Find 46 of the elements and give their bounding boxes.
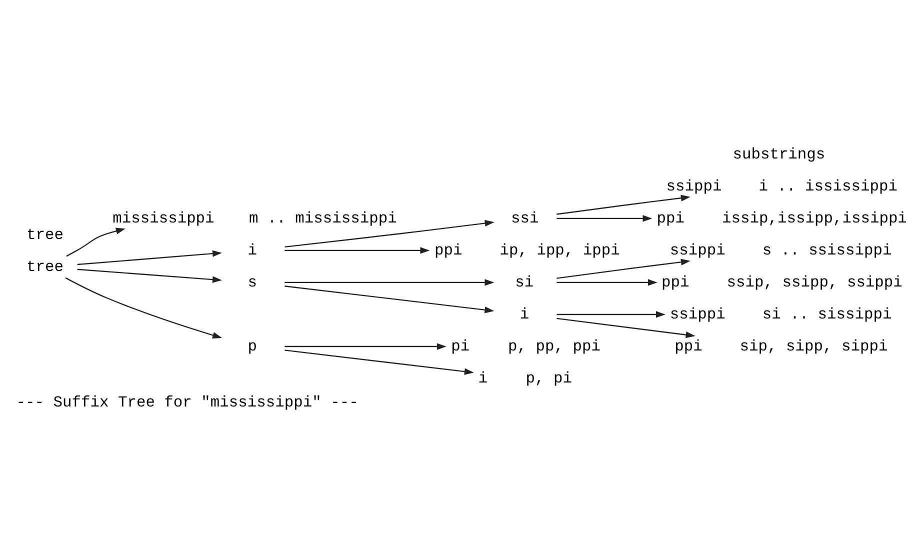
arrow [284, 286, 494, 314]
node-text: si [515, 273, 534, 292]
arrow [65, 277, 222, 338]
node-text: tree [26, 258, 64, 276]
node-text: mississippi [112, 209, 214, 228]
node-label: ssip, ssipp, ssippi [726, 273, 902, 292]
arrow [284, 279, 494, 286]
node-text: i [520, 306, 530, 324]
node-label: ip, ipp, ippi [500, 241, 620, 260]
arrow [556, 279, 658, 286]
arrow [284, 247, 430, 254]
node-text: i [478, 370, 488, 388]
node-label: si .. sissippi [762, 306, 892, 324]
label: tree [26, 226, 64, 244]
node-label: i .. ississippi [758, 177, 898, 196]
node-text: ssi [510, 209, 539, 228]
node-text: ssippi [670, 306, 726, 324]
arrow [284, 350, 474, 375]
node-text: i [248, 241, 258, 260]
arrow [556, 258, 690, 279]
node-label: p, pp, ppi [508, 338, 600, 356]
arrow [556, 318, 696, 338]
node-text: pi [451, 338, 470, 356]
node-label: sip, sipp, sippi [740, 338, 888, 356]
node-label: s .. ssissippi [762, 241, 892, 260]
node-text: s [248, 273, 258, 292]
node-label: issip,issipp,issippi [722, 209, 907, 228]
arrow [556, 215, 652, 222]
arrow [77, 268, 222, 283]
arrow [284, 343, 446, 350]
node-text: p [248, 338, 258, 356]
arrow [284, 220, 494, 248]
node-text: ppi [656, 209, 685, 228]
node-text: ppi [434, 241, 462, 260]
node-label: p, pi [526, 370, 572, 388]
node-text: ppi [662, 273, 690, 292]
arrow [556, 194, 690, 215]
label: substrings [732, 145, 826, 164]
arrow [66, 228, 126, 257]
node-text: ppi [674, 338, 702, 356]
node-label: m .. mississippi [248, 209, 397, 228]
node-text: ssippi [666, 177, 722, 196]
arrow [77, 250, 222, 266]
arrow [556, 311, 666, 318]
caption: --- Suffix Tree for "mississippi" --- [16, 393, 358, 412]
node-text: ssippi [670, 241, 726, 260]
